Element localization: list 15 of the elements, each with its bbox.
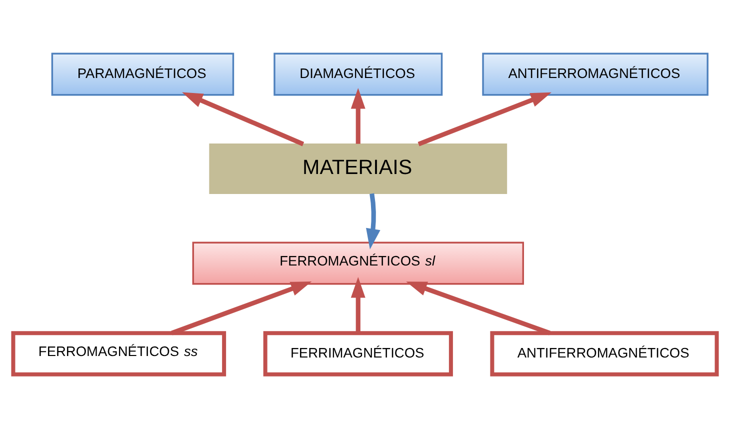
arrow [350, 88, 366, 144]
node-box: PARAMAGNÉTICOS [51, 52, 234, 96]
arrow [182, 92, 304, 146]
arrow [350, 276, 366, 333]
node-box: FERROMAGNÉTICOS ss [11, 330, 226, 376]
node-box: FERRIMAGNÉTICOS [263, 330, 453, 376]
node-box: FERROMAGNÉTICOS sl [192, 241, 524, 284]
arrow [406, 281, 551, 335]
arrow [171, 281, 312, 335]
node-box: ANTIFERROMAGNÉTICOS [482, 52, 708, 96]
arrow [366, 192, 380, 249]
node-box: MATERIAIS [209, 143, 508, 194]
arrow [418, 92, 552, 146]
node-box: ANTIFERROMAGNÉTICOS [490, 330, 719, 376]
node-box: DIAMAGNÉTICOS [274, 52, 443, 96]
